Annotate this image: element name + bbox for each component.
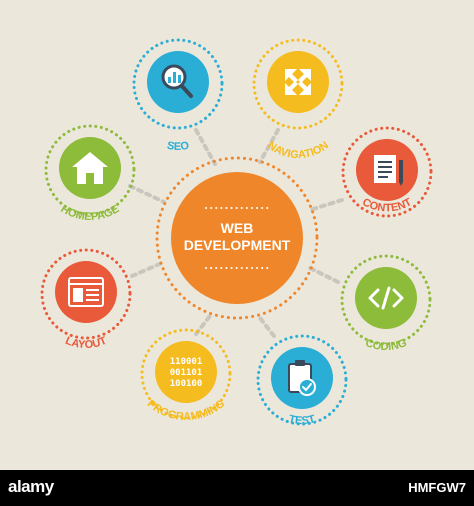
center-circle [171,172,303,304]
navigation-label: NAVIGATION [265,139,331,161]
node-navigation: NAVIGATION [252,38,344,161]
test-dotted-ring [256,334,348,426]
content-dotted-ring [341,126,433,218]
binary-icon: 110001 001101 100100 [170,357,203,389]
connector-seo [194,128,217,166]
node-layout: LAYOUT [40,248,132,352]
layout-label: LAYOUT [63,335,108,352]
center-title-line1: WEB [221,220,254,236]
watermark-bar: alamy HMFGW7 [0,470,474,506]
connector-content [308,198,344,212]
watermark-logo: alamy [8,477,54,496]
center-node: WEB DEVELOPMENT [155,156,319,320]
node-test: TEST [256,334,348,427]
node-coding: CODING [340,254,432,353]
clipboard-check-icon [288,360,316,396]
browser-window-icon [68,277,104,307]
center-title-line2: DEVELOPMENT [184,237,291,253]
connector-test [258,316,276,338]
code-icon [368,286,404,310]
node-homepage: HOMEPAGE [44,124,136,223]
watermark-code: HMFGW7 [408,480,466,495]
coding-label: CODING [364,337,409,353]
binary-line-2: 001101 [170,368,203,378]
layout-dotted-ring [40,248,132,340]
binary-line-3: 100100 [170,379,203,389]
magnifier-chart-icon [161,64,193,98]
navigation-circle [267,51,329,113]
homepage-dotted-ring [44,124,136,216]
connector-navigation [258,128,280,164]
connectors [128,128,344,338]
programming-dotted-ring [140,328,232,420]
connector-coding [308,266,340,284]
connector-homepage [128,184,166,204]
house-icon [72,152,108,184]
node-seo: SEO [132,38,224,153]
connector-layout [130,260,166,278]
navigation-dotted-ring [252,38,344,130]
test-label: TEST [287,413,316,427]
document-pencil-icon [374,155,403,186]
seo-dotted-ring [132,38,224,130]
programming-circle [155,341,217,403]
diagram-canvas: WEB DEVELOPMENT SEO NAVIGATION [40,38,433,427]
node-programming: 110001 001101 100100 PROGRAMMING [140,328,232,423]
node-content: CONTENT [341,126,433,218]
content-label: CONTENT [360,196,414,214]
center-dotted-ring [155,156,319,320]
seo-label: SEO [166,140,191,153]
coding-dotted-ring [340,254,432,346]
arrows-out-icon [285,69,311,95]
homepage-label: HOMEPAGE [59,203,122,223]
layout-circle [55,261,117,323]
binary-line-1: 110001 [170,357,203,367]
